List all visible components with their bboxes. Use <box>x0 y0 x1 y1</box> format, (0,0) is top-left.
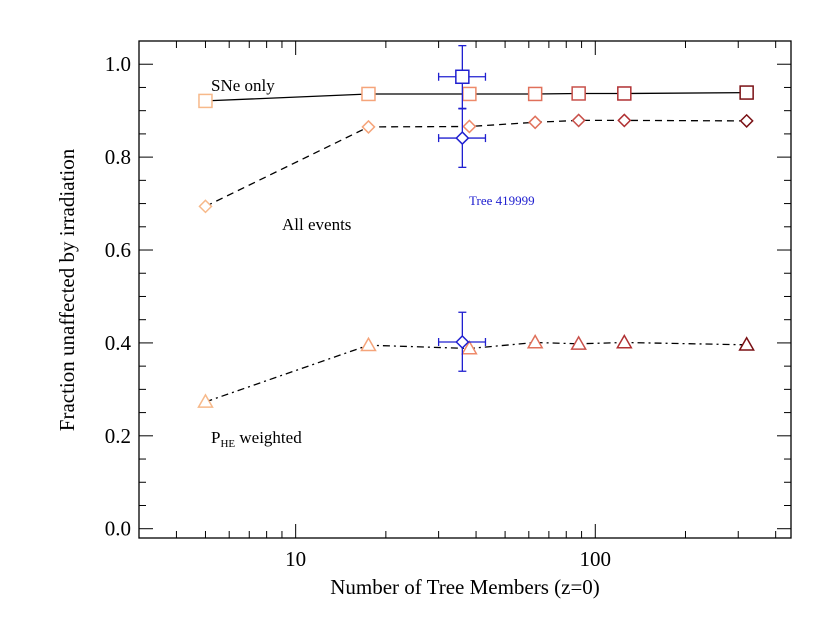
triangle-marker <box>526 333 544 349</box>
x-tick-label: 100 <box>580 547 612 571</box>
diamond-marker <box>361 119 376 134</box>
tree-diamond-marker <box>455 131 470 146</box>
tree-diamond-marker <box>455 334 470 350</box>
tree-square-marker <box>455 69 470 85</box>
square-marker <box>198 93 213 109</box>
annotation-sne-only: SNe only <box>211 76 275 95</box>
y-tick-label: 1.0 <box>105 52 131 76</box>
square-marker <box>739 85 754 100</box>
diamond-marker <box>198 199 213 214</box>
triangle-marker <box>197 393 214 408</box>
annotation-phe-weighted: PHE weighted <box>211 428 302 450</box>
diamond-marker <box>528 115 543 130</box>
square-marker <box>361 86 376 102</box>
phe-subscript-text: HE <box>220 438 235 450</box>
plot-frame <box>138 40 792 539</box>
phe-main-text: P <box>211 428 220 447</box>
data-markers <box>197 85 755 408</box>
annotation-tree-419999: Tree 419999 <box>469 193 535 208</box>
triangle-marker <box>616 333 633 349</box>
square-marker <box>462 86 477 102</box>
y-axis-title: Fraction unaffected by irradiation <box>55 148 79 431</box>
axis-ticks <box>138 41 791 538</box>
series-lines <box>205 91 747 403</box>
annotation-all-events: All events <box>282 215 351 234</box>
square-marker <box>571 86 586 101</box>
y-tick-label: 0.0 <box>105 517 131 541</box>
tree-419999-points <box>437 44 487 372</box>
triangle-marker <box>360 336 377 352</box>
series-line-phe <box>205 341 747 403</box>
y-tick-label: 0.8 <box>105 145 131 169</box>
diamond-marker <box>739 113 754 128</box>
y-tick-label: 0.2 <box>105 424 131 448</box>
triangle-marker <box>461 339 478 355</box>
y-tick-label: 0.6 <box>105 238 131 262</box>
tick-labels: 0.0 0.2 0.4 0.6 0.8 1.0 10 100 <box>105 52 611 571</box>
diamond-marker <box>617 113 632 128</box>
square-marker <box>527 86 543 102</box>
triangle-marker <box>738 336 755 351</box>
x-tick-label: 10 <box>285 547 306 571</box>
x-axis-title: Number of Tree Members (z=0) <box>330 575 600 599</box>
diamond-marker <box>571 113 586 128</box>
diamond-marker <box>462 119 477 134</box>
square-marker <box>617 86 632 101</box>
phe-rest-text: weighted <box>235 428 302 447</box>
triangle-marker <box>570 335 587 350</box>
y-tick-label: 0.4 <box>105 331 132 355</box>
